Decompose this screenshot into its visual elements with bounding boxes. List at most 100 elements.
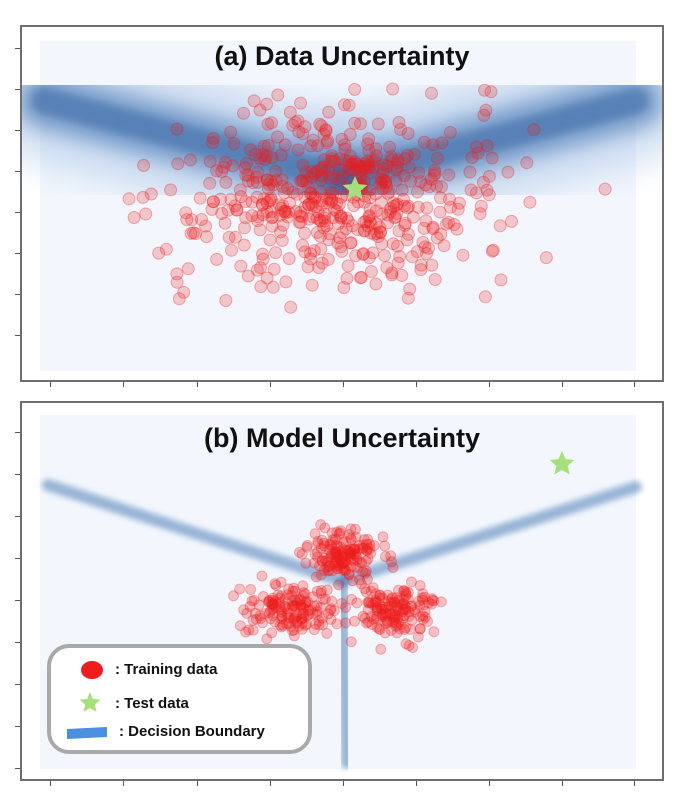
training-point (387, 616, 399, 628)
training-point (294, 174, 308, 188)
training-point (371, 602, 383, 614)
training-point (314, 163, 328, 177)
training-point (237, 238, 251, 252)
training-point (406, 615, 418, 626)
training-point (413, 595, 425, 607)
training-point (283, 196, 297, 210)
training-point (385, 593, 397, 605)
training-point (376, 611, 388, 623)
training-point (398, 598, 410, 610)
training-point (357, 542, 369, 554)
training-point (342, 544, 353, 556)
training-point (334, 240, 348, 254)
training-point (317, 160, 331, 174)
axis-tick (50, 781, 51, 786)
panel-b-title: (b) Model Uncertainty (203, 423, 480, 453)
training-point (382, 617, 394, 629)
training-point (217, 160, 231, 174)
training-point (347, 163, 361, 177)
training-point (384, 205, 397, 219)
training-point (139, 207, 153, 221)
training-point (359, 567, 371, 579)
training-point (315, 587, 327, 599)
training-point (387, 611, 399, 622)
training-point (250, 263, 264, 277)
training-point (275, 603, 287, 615)
training-point (523, 195, 537, 209)
training-point (357, 195, 371, 209)
training-point (386, 237, 400, 251)
training-point (325, 613, 337, 625)
training-point (250, 175, 264, 189)
training-point (329, 558, 341, 570)
training-point (414, 263, 428, 277)
training-point (306, 133, 320, 147)
training-point (401, 227, 415, 241)
training-point (324, 538, 336, 550)
training-point (377, 609, 389, 621)
training-point (390, 605, 401, 617)
training-point (370, 595, 382, 607)
training-point (394, 623, 406, 635)
training-point (228, 590, 239, 602)
training-point (381, 208, 395, 222)
training-point (301, 180, 315, 194)
training-point (434, 191, 447, 205)
training-point (406, 576, 417, 588)
training-point (269, 164, 283, 178)
training-point (411, 200, 425, 214)
training-point (234, 583, 246, 595)
training-point (371, 596, 383, 608)
training-point (295, 174, 309, 188)
training-point (331, 539, 343, 551)
training-point (281, 603, 293, 615)
training-point (361, 538, 373, 550)
training-point (340, 536, 352, 548)
training-point (384, 608, 396, 619)
training-point (349, 543, 361, 555)
training-point (430, 151, 444, 165)
training-point (291, 597, 303, 609)
training-point (189, 227, 202, 240)
training-point (358, 534, 370, 546)
training-point (359, 612, 371, 624)
training-point (426, 222, 440, 236)
training-point (402, 593, 414, 605)
training-point (361, 158, 375, 172)
training-point (228, 199, 242, 213)
training-point (340, 602, 352, 613)
training-point (427, 168, 441, 182)
training-point (356, 557, 368, 569)
training-point (238, 604, 250, 616)
training-point (376, 603, 388, 615)
training-point (447, 218, 461, 231)
training-point (365, 597, 377, 609)
training-point (335, 132, 349, 146)
axis-tick (489, 382, 490, 387)
training-point (297, 607, 309, 619)
training-point (471, 146, 485, 160)
training-point (389, 173, 403, 187)
training-point (326, 152, 339, 166)
axis-tick (270, 781, 271, 786)
training-point (250, 190, 264, 204)
training-point (420, 247, 433, 261)
legend-label: : Decision Boundary (119, 723, 265, 740)
training-point (239, 211, 253, 225)
axis-tick (343, 781, 344, 786)
training-point (222, 230, 236, 244)
training-point (539, 251, 553, 265)
training-point (218, 216, 232, 230)
training-point (411, 185, 424, 199)
training-point (376, 182, 390, 196)
training-point (351, 597, 363, 609)
training-point (308, 600, 320, 612)
training-point (428, 273, 442, 286)
training-point (305, 278, 319, 292)
training-point (363, 191, 377, 205)
training-point (337, 281, 351, 294)
training-point (397, 169, 411, 183)
training-point (414, 623, 426, 635)
training-point (330, 560, 342, 572)
training-point (366, 619, 378, 631)
